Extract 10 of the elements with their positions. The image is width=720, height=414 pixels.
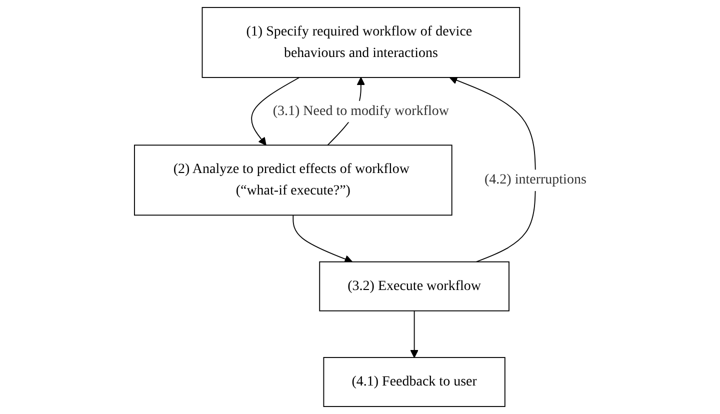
- arrow: [250, 77, 300, 146]
- node-box: (2) Analyze to predict effects of workflow (“what-if execute?”): [134, 144, 452, 216]
- edge-label: (3.1) Need to modify workflow: [272, 104, 449, 119]
- arrow: [448, 76, 536, 262]
- arrow: [410, 310, 418, 358]
- node-box: (1) Specify required workflow of device behaviours and interactions: [201, 7, 520, 78]
- arrow: [292, 214, 352, 263]
- edge-label: (4.2) interruptions: [484, 172, 586, 188]
- node-box: (3.2) Execute workflow: [318, 261, 510, 312]
- node-box: (4.1) Feedback to user: [322, 357, 505, 407]
